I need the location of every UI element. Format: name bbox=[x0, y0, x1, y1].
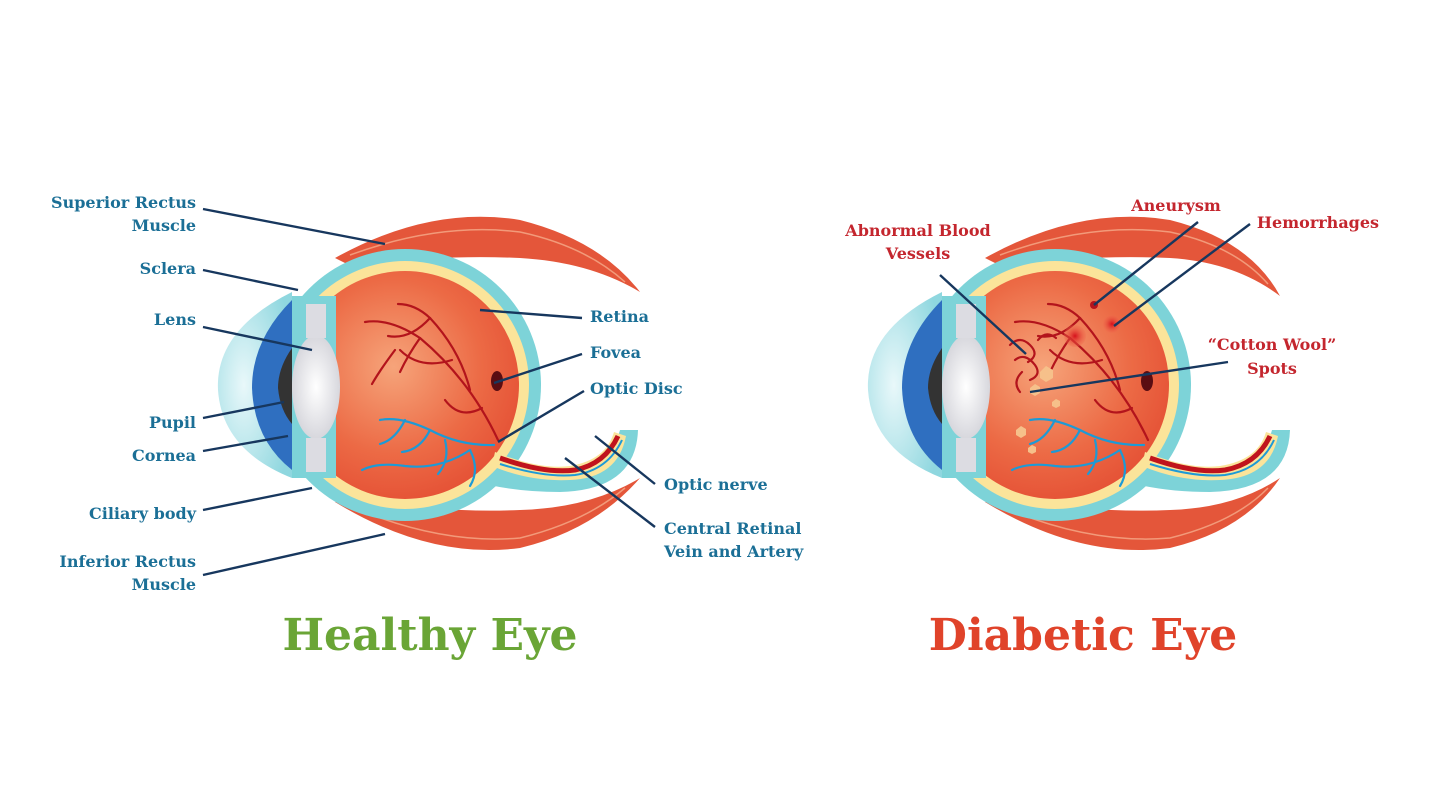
pupil bbox=[278, 348, 292, 424]
label-cornea: Cornea bbox=[132, 446, 196, 465]
retinal-veins bbox=[360, 418, 496, 488]
label-ciliary-body: Ciliary body bbox=[89, 504, 197, 523]
label-superior-rectus-line2: Muscle bbox=[132, 216, 196, 235]
diabetic-eye-title: Diabetic Eye bbox=[929, 610, 1237, 661]
abnormal-blood-vessels bbox=[1008, 333, 1058, 394]
inferior-rectus-muscle bbox=[335, 478, 640, 551]
cotton-wool-spots bbox=[1016, 366, 1060, 454]
label-central-retinal-line1: Central Retinal bbox=[664, 519, 801, 538]
label-sclera: Sclera bbox=[140, 259, 196, 278]
label-pupil: Pupil bbox=[149, 413, 196, 432]
label-abnormal-line1: Abnormal Blood bbox=[844, 221, 990, 240]
healthy-eye: Superior Rectus Muscle Sclera Lens Pupil… bbox=[51, 193, 804, 661]
hemorrhage-spot-large bbox=[1064, 325, 1086, 347]
hemorrhage-spot-small bbox=[1103, 315, 1121, 333]
label-cotton-wool-line1: “Cotton Wool” bbox=[1208, 335, 1337, 354]
label-inferior-rectus-line2: Muscle bbox=[132, 575, 196, 594]
label-optic-disc: Optic Disc bbox=[590, 379, 683, 398]
label-hemorrhages: Hemorrhages bbox=[1257, 213, 1379, 232]
diabetic-leader-lines bbox=[939, 221, 1251, 394]
lens-diabetic bbox=[942, 335, 990, 439]
superior-rectus-muscle bbox=[335, 216, 640, 292]
diabetic-eye: Abnormal Blood Vessels Aneurysm Hemorrha… bbox=[844, 196, 1379, 661]
ciliary-body-top bbox=[306, 304, 326, 338]
healthy-leader-lines bbox=[202, 207, 656, 577]
label-inferior-rectus-line1: Inferior Rectus bbox=[59, 552, 196, 571]
optic-nerve-sheath bbox=[470, 430, 638, 492]
label-lens: Lens bbox=[154, 310, 196, 329]
retinal-arteries bbox=[363, 302, 500, 442]
healthy-eye-title: Healthy Eye bbox=[282, 610, 577, 661]
label-aneurysm: Aneurysm bbox=[1130, 196, 1221, 215]
label-superior-rectus-line1: Superior Rectus bbox=[51, 193, 196, 212]
label-central-retinal-line2: Vein and Artery bbox=[663, 542, 804, 561]
label-optic-nerve: Optic nerve bbox=[664, 475, 768, 494]
ciliary-body-bottom bbox=[306, 438, 326, 472]
superior-rectus-muscle-diabetic bbox=[985, 216, 1280, 296]
label-fovea: Fovea bbox=[590, 343, 641, 362]
label-cotton-wool-line2: Spots bbox=[1247, 359, 1297, 378]
label-abnormal-line2: Vessels bbox=[885, 244, 950, 263]
retinal-veins-diabetic bbox=[1010, 418, 1146, 488]
lens bbox=[292, 335, 340, 439]
label-retina: Retina bbox=[590, 307, 649, 326]
inferior-rectus-muscle-diabetic bbox=[985, 478, 1280, 551]
